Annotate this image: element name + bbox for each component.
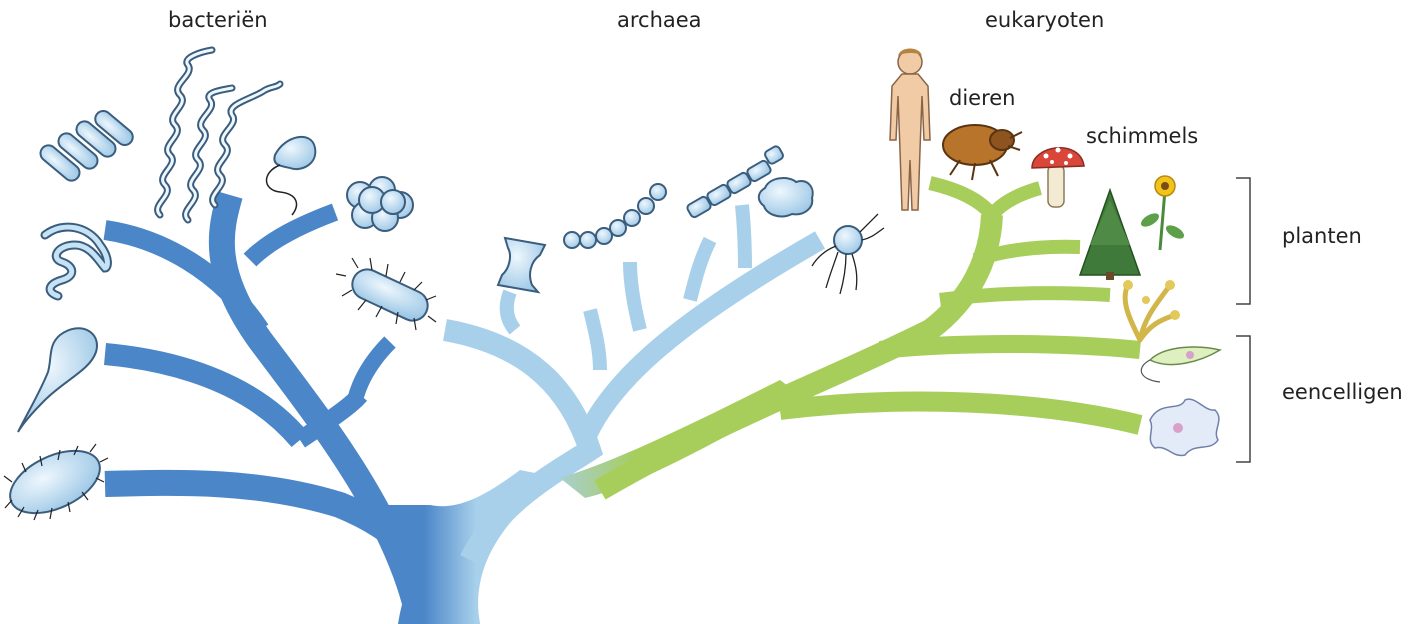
bacterium-rods-cluster	[37, 108, 136, 184]
euglena	[1141, 347, 1220, 382]
moss-plant	[1123, 280, 1180, 340]
archaeon-irregular	[759, 178, 813, 216]
bacterium-cocci-cluster	[347, 177, 413, 231]
fir-tree	[1080, 190, 1140, 280]
label-animals: dieren	[949, 86, 1016, 110]
label-bacteria: bacteriën	[168, 8, 268, 32]
bacterium-comma-curl	[267, 137, 316, 215]
bacteria-branch	[105, 195, 440, 624]
human-figure	[890, 49, 930, 211]
bacterium-spiral-curl	[45, 227, 107, 296]
bacterium-comma-flagellum	[18, 328, 97, 432]
planten-bracket	[1236, 178, 1250, 304]
amoeba	[1150, 399, 1219, 455]
mushroom	[1032, 148, 1084, 208]
label-unicellular: eencelligen	[1282, 380, 1403, 404]
archaeon-flagellated	[812, 214, 884, 294]
label-eukaryotes: eukaryoten	[985, 8, 1104, 32]
label-plants: planten	[1282, 224, 1362, 248]
archaea-branch	[445, 205, 820, 560]
archaeon-cocci-chain	[564, 184, 666, 248]
label-archaea: archaea	[617, 8, 702, 32]
archaeon-spool	[498, 238, 545, 292]
bacterium-rod-cilia	[336, 258, 436, 330]
sunflower-plant	[1139, 176, 1186, 250]
beetle	[943, 125, 1022, 180]
bacterium-oval-cilia	[1, 438, 110, 526]
eencelligen-bracket	[1236, 336, 1250, 462]
label-fungi: schimmels	[1086, 124, 1198, 148]
